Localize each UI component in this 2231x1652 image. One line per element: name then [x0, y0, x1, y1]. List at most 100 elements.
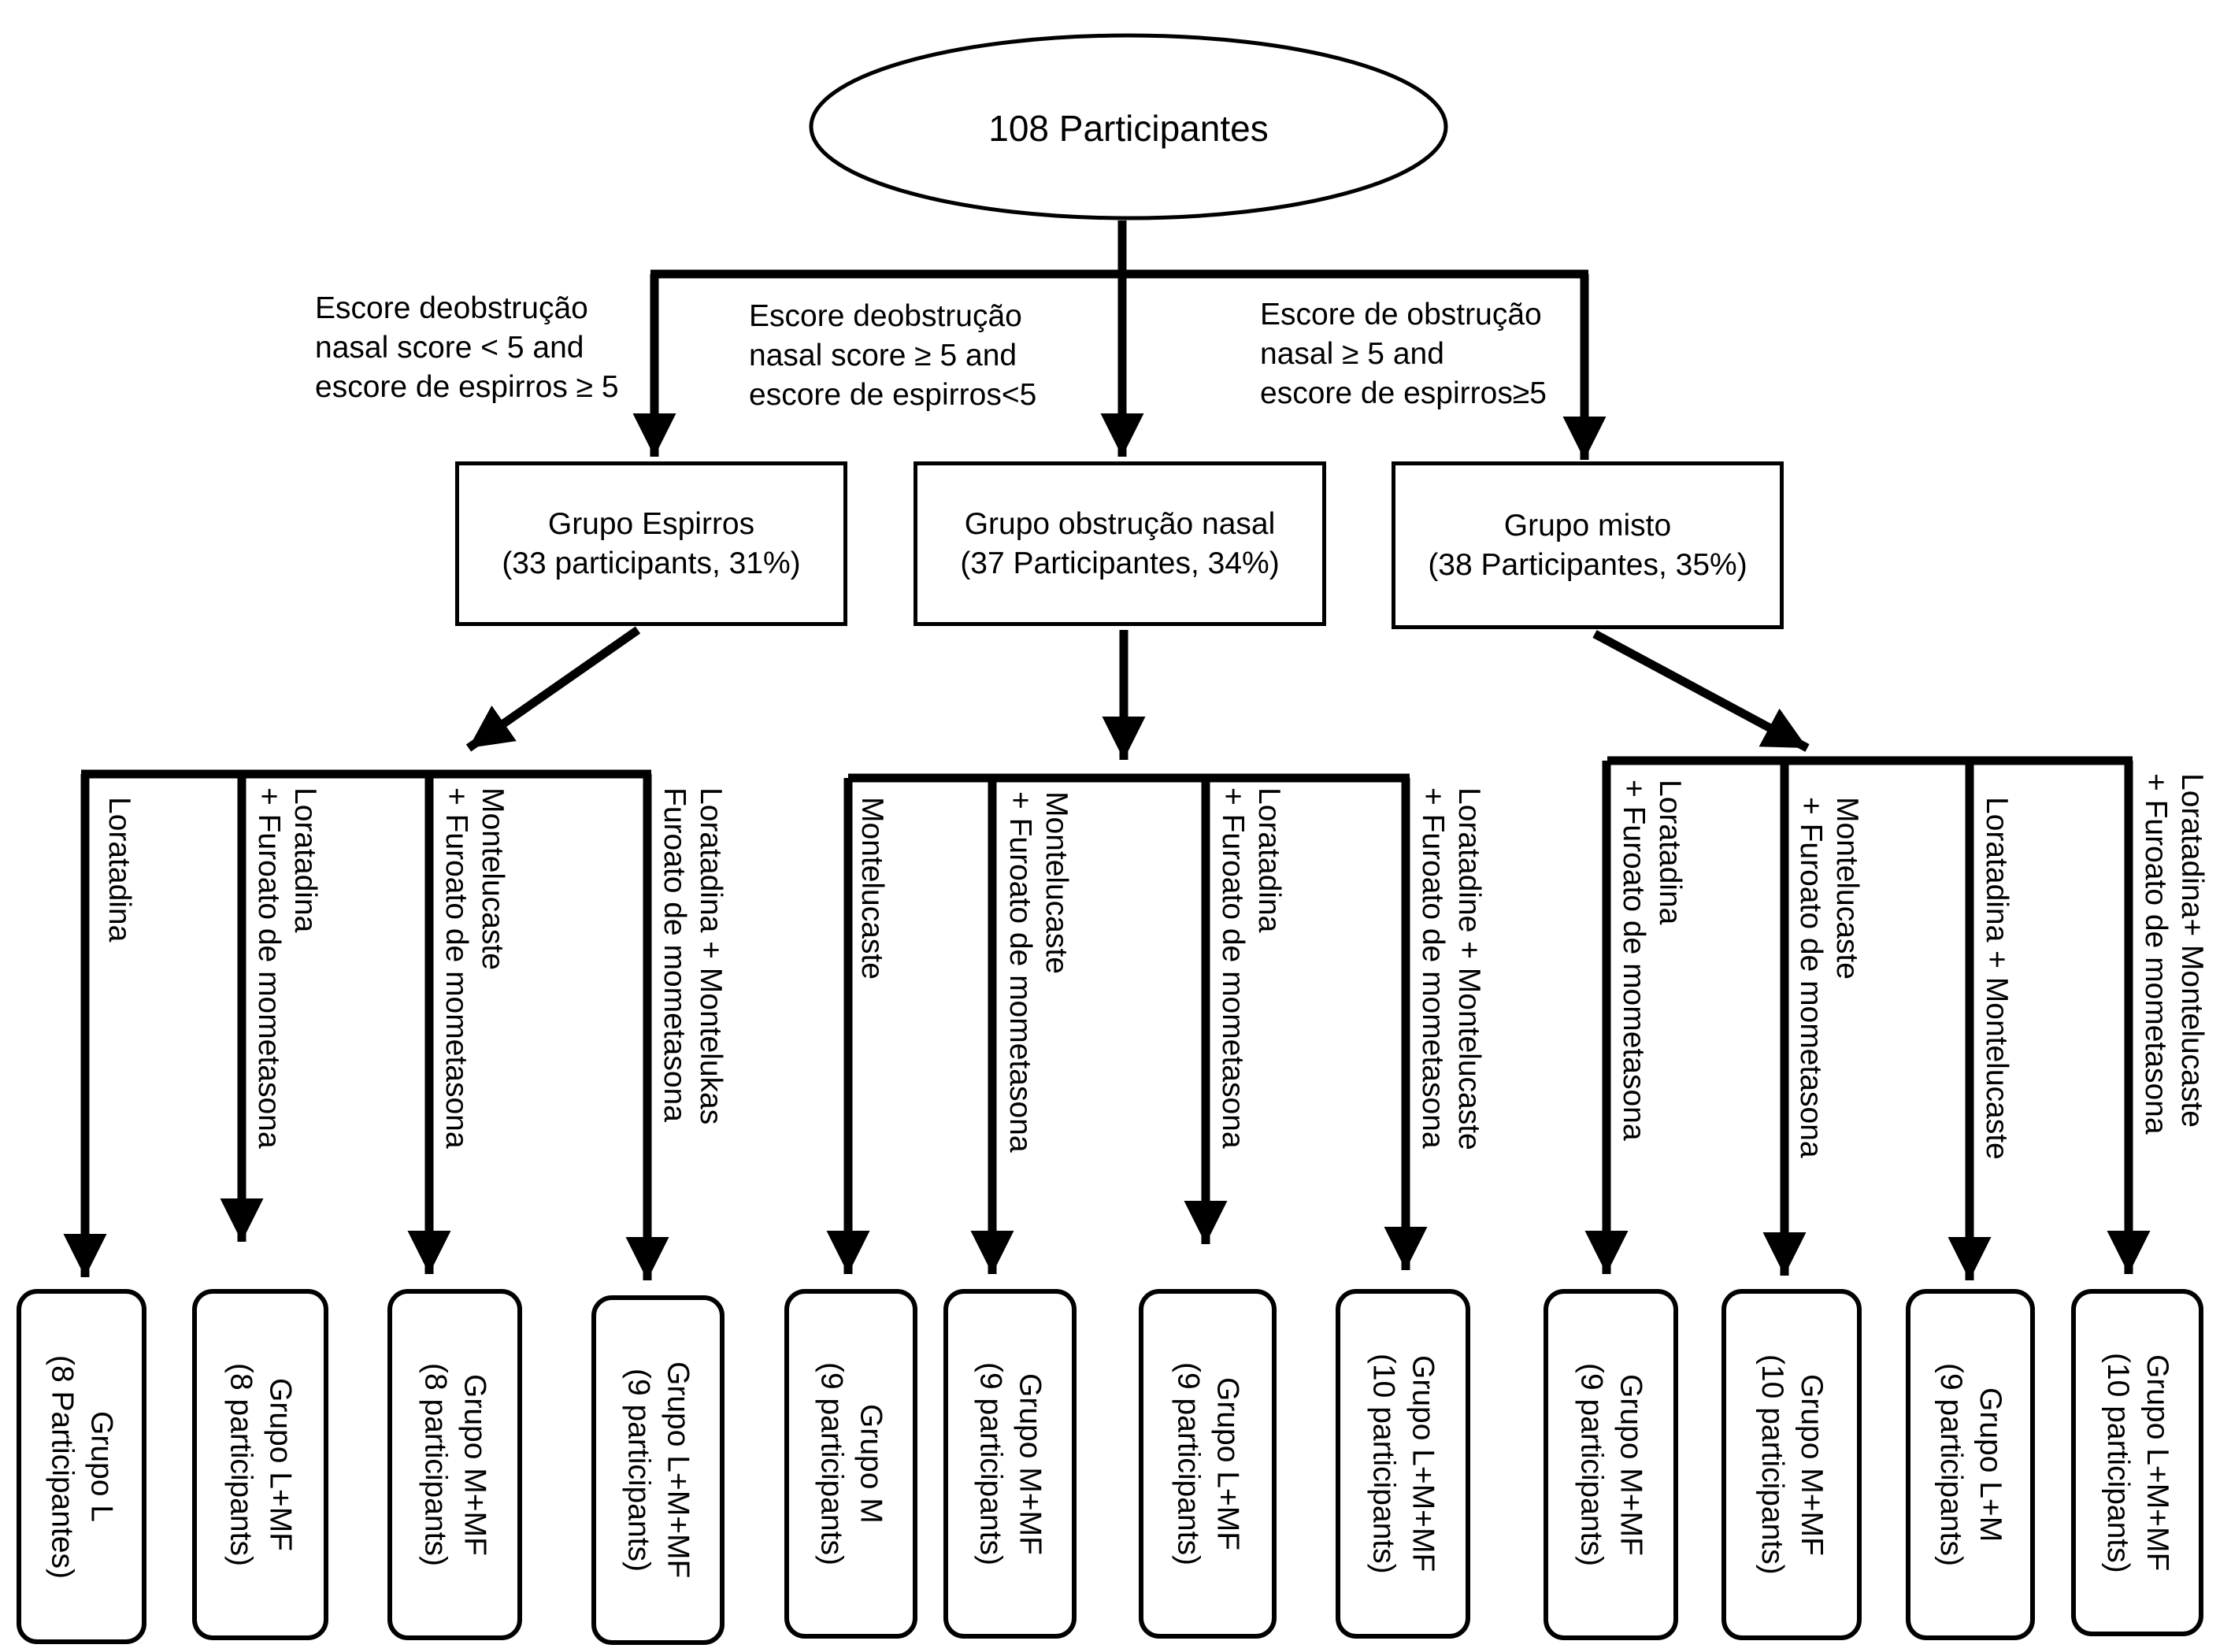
subgroup-drops — [63, 761, 2151, 1280]
condition-line: nasal ≥ 5 and — [1260, 337, 1444, 371]
group-box-obstruction: Grupo obstrução nasal (37 Participantes,… — [914, 461, 1326, 626]
treatment-line: Loratadina + Montelucaste — [1980, 797, 2014, 1160]
condition-line: escore de espirros≥5 — [1260, 376, 1547, 410]
subgroup-box-m: Grupo M (9 participants) — [784, 1289, 917, 1639]
subgroup-title: Grupo M+MF — [458, 1373, 492, 1556]
subgroup-box-l-mf: Grupo L+MF (9 participants) — [1139, 1289, 1277, 1639]
subgroup-title: Grupo L+MF — [1210, 1376, 1245, 1550]
subgroup-box-l-m-mf: Grupo L+M+MF (10 participants) — [2071, 1289, 2203, 1636]
treatment-line: Montelucaste — [855, 797, 889, 980]
subgroup-title: Grupo L+MF — [263, 1377, 298, 1551]
condition-line: escore de espirros ≥ 5 — [315, 370, 619, 404]
subgroup-box-l: Grupo L (8 Participantes) — [17, 1289, 146, 1644]
treatment-line: Loratadina — [102, 797, 136, 943]
subgroup-text: Grupo L+M+MF (10 participants) — [2098, 1353, 2177, 1573]
condition-line: nasal score < 5 and — [315, 331, 584, 365]
subgroup-text: Grupo L (8 Participantes) — [43, 1355, 121, 1579]
subgroup-box-l-m-mf: Grupo L+M+MF (9 participants) — [591, 1295, 725, 1645]
condition-sneezing: Escore deobstrução nasal score < 5 and e… — [315, 289, 619, 407]
root-label: 108 Participantes — [988, 108, 1269, 149]
subgroup-text: Grupo M (9 participants) — [812, 1362, 891, 1565]
group-count: (38 Participantes, 35%) — [1428, 547, 1747, 582]
condition-line: Escore de obstrução — [1260, 298, 1542, 332]
subgroup-title: Grupo L+M+MF — [661, 1361, 695, 1579]
group-title: Grupo misto — [1503, 508, 1672, 543]
treatment-label-1: Loratadina — [101, 797, 137, 942]
subgroup-count: (9 participants) — [1574, 1363, 1609, 1566]
treatment-label-9: Loratadina + Furoato de mometasona — [1615, 780, 1688, 1141]
treatment-label-2: Loratadina + Furoato de mometasona — [250, 787, 323, 1149]
subgroup-box-l-m-mf: Grupo L+M+MF (10 participants) — [1336, 1289, 1470, 1639]
subgroup-box-m-mf: Grupo M+MF (10 participants) — [1721, 1289, 1862, 1640]
treatment-line: + Furoato de mometasona — [252, 787, 286, 1149]
treatment-label-8: Loratadine + Montelucaste + Furoato de m… — [1414, 787, 1487, 1150]
condition-line: Escore deobstrução — [315, 291, 588, 325]
condition-line: Escore deobstrução — [749, 299, 1022, 333]
treatment-label-12: Loratadina+ Montelucaste + Furoato de mo… — [2137, 773, 2210, 1135]
treatment-line: Loratadina — [1252, 787, 1286, 933]
level2-connectors — [465, 626, 1810, 760]
subgroup-box-l-m: Grupo L+M (9 participants) — [1906, 1289, 2035, 1640]
treatment-line: + Furoato de mometasona — [1216, 787, 1250, 1149]
branch-bars — [81, 756, 2133, 783]
treatment-line: + Furoato de mometasona — [1416, 787, 1450, 1149]
subgroup-text: Grupo L+M (9 participants) — [1931, 1363, 2010, 1566]
subgroup-text: Grupo M+MF (9 participants) — [1572, 1363, 1651, 1566]
subgroup-title: Grupo M+MF — [1795, 1373, 1829, 1556]
condition-line: nasal score ≥ 5 and — [749, 339, 1017, 372]
treatment-line: Loratadina+ Montelucaste — [2175, 773, 2209, 1128]
treatment-line: Montelucaste — [476, 787, 510, 970]
subgroup-box-l-mf: Grupo L+MF (8 participants) — [192, 1289, 328, 1640]
subgroup-count: (8 participants) — [224, 1363, 258, 1566]
subgroup-count: (9 participants) — [1934, 1363, 1968, 1566]
subgroup-count: (9 participants) — [621, 1369, 656, 1572]
subgroup-box-m-mf: Grupo M+MF (8 participants) — [387, 1289, 522, 1640]
subgroup-title: Grupo L+M+MF — [2140, 1354, 2174, 1572]
level1-connectors — [632, 220, 1607, 460]
subgroup-count: (8 participants) — [418, 1363, 453, 1566]
subgroup-text: Grupo M+MF (9 participants) — [971, 1362, 1050, 1565]
group-box-mixed: Grupo misto (38 Participantes, 35%) — [1392, 461, 1784, 629]
subgroup-title: Grupo L+M+MF — [1406, 1355, 1440, 1572]
treatment-line: Loratadina — [288, 787, 322, 933]
treatment-line: + Furoato de mometasona — [1794, 797, 1828, 1158]
treatment-line: + Furoato de mometasona — [1003, 791, 1037, 1153]
treatment-label-5: Montelucaste — [854, 797, 890, 980]
condition-obstruction: Escore deobstrução nasal score ≥ 5 and e… — [749, 297, 1036, 415]
subgroup-text: Grupo M+MF (10 participants) — [1752, 1354, 1831, 1575]
treatment-line: + Furoato de mometasona — [1617, 780, 1651, 1141]
treatment-label-7: Loratadina + Furoato de mometasona — [1214, 787, 1287, 1149]
treatment-label-3: Montelucaste + Furoato de mometasona — [438, 787, 510, 1149]
subgroup-box-m-mf: Grupo M+MF (9 participants) — [1544, 1289, 1678, 1640]
subgroup-count: (9 participants) — [1171, 1362, 1206, 1565]
treatment-label-6: Montelucaste + Furoato de mometasona — [1002, 791, 1074, 1153]
subgroup-count: (9 participants) — [814, 1362, 849, 1565]
group-count: (37 Participantes, 34%) — [960, 546, 1280, 580]
subgroup-count: (9 participants) — [973, 1362, 1008, 1565]
treatment-line: Loratadine + Montelucaste — [1452, 787, 1486, 1150]
treatment-line: Loratadina + Montelukas — [694, 787, 728, 1125]
root-ellipse — [809, 33, 1448, 220]
subgroup-text: Grupo L+MF (9 participants) — [1169, 1362, 1247, 1565]
treatment-line: + Furoato de mometasona — [439, 787, 473, 1149]
treatment-label-11: Loratadina + Montelucaste — [1978, 797, 2014, 1160]
subgroup-title: Grupo M+MF — [1013, 1372, 1047, 1555]
subgroup-text: Grupo L+MF (8 participants) — [221, 1363, 300, 1566]
treatment-line: Montelucaste — [1040, 791, 1073, 974]
treatment-line: Loratadina — [1653, 780, 1687, 925]
group-count: (33 participants, 31%) — [502, 546, 801, 580]
subgroup-text: Grupo L+M+MF (9 participants) — [619, 1361, 698, 1578]
subgroup-title: Grupo M — [854, 1404, 888, 1524]
subgroup-count: (10 participants) — [1755, 1354, 1789, 1575]
subgroup-count: (10 participants) — [2101, 1352, 2135, 1573]
subgroup-title: Grupo L — [84, 1411, 119, 1522]
subgroup-title: Grupo M+MF — [1614, 1373, 1648, 1556]
subgroup-title: Grupo L+M — [1973, 1387, 2007, 1543]
subgroup-count: (8 Participantes) — [45, 1354, 80, 1579]
condition-mixed: Escore de obstrução nasal ≥ 5 and escore… — [1260, 295, 1547, 413]
group-box-sneezing: Grupo Espirros (33 participants, 31%) — [455, 461, 847, 626]
group-title: Grupo Espirros — [547, 506, 755, 541]
subgroup-count: (10 participants) — [1366, 1354, 1401, 1574]
